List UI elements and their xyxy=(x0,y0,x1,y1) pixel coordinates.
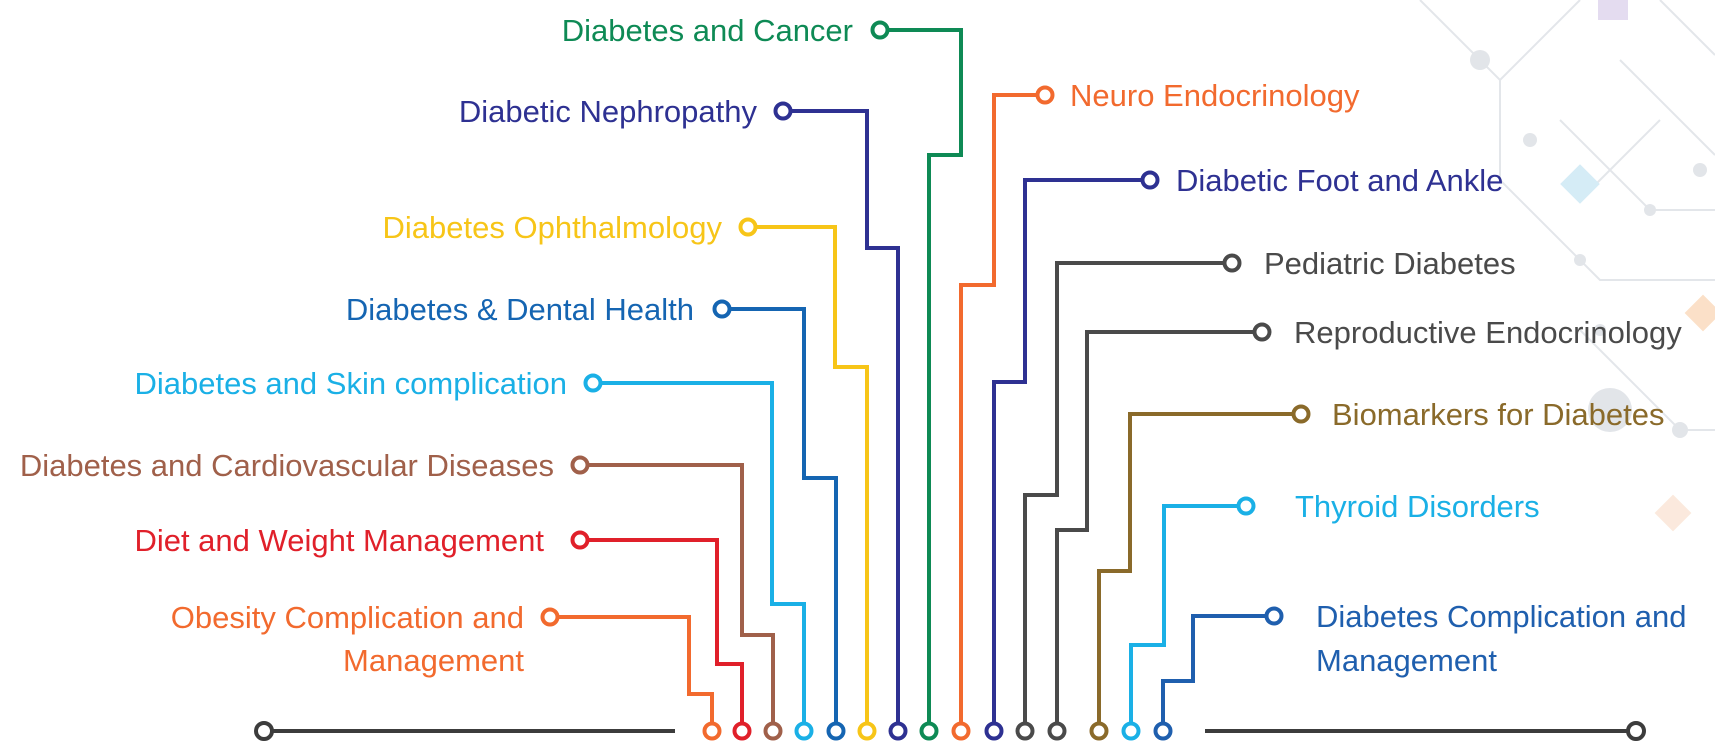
baseline-node xyxy=(763,721,783,741)
topic-label-line: Management xyxy=(1316,643,1497,678)
baseline-node xyxy=(1089,721,1109,741)
connector-line xyxy=(783,109,900,723)
label-node xyxy=(738,217,758,237)
label-node xyxy=(540,607,560,627)
connector-10 xyxy=(1015,253,1242,741)
topic-label-line: Diabetes and Skin complication xyxy=(134,366,567,401)
topic-label: Diabetes Ophthalmology xyxy=(383,210,723,245)
topic-label-line: Diabetes Ophthalmology xyxy=(383,210,723,245)
connector-1 xyxy=(773,101,908,741)
baseline xyxy=(254,721,1646,741)
connector-line xyxy=(722,307,838,723)
topic-label-line: Diabetes and Cardiovascular Diseases xyxy=(20,448,554,483)
topic-label-line: Neuro Endocrinology xyxy=(1070,78,1360,113)
label-node xyxy=(1222,253,1242,273)
topic-label: Neuro Endocrinology xyxy=(1070,78,1360,113)
topic-label-line: Reproductive Endocrinology xyxy=(1294,315,1682,350)
topic-label: Diabetes and Cancer xyxy=(562,13,853,48)
label-node xyxy=(570,455,590,475)
baseline-node xyxy=(888,721,908,741)
baseline-node xyxy=(794,721,814,741)
baseline-node xyxy=(1047,721,1067,741)
connector-7 xyxy=(540,607,722,741)
label-node xyxy=(1035,85,1055,105)
label-node xyxy=(1252,322,1272,342)
connector-line xyxy=(1023,261,1232,723)
topic-label-line: Diet and Weight Management xyxy=(134,523,544,558)
topic-label-line: Diabetic Nephropathy xyxy=(459,94,758,129)
connector-line xyxy=(1129,504,1246,723)
baseline-node xyxy=(1015,721,1035,741)
connector-line xyxy=(1161,614,1274,723)
label-node xyxy=(583,373,603,393)
connector-line xyxy=(580,538,744,723)
connector-12 xyxy=(1089,404,1311,741)
topic-label: Reproductive Endocrinology xyxy=(1294,315,1682,350)
connector-0 xyxy=(870,20,963,741)
baseline-node xyxy=(984,721,1004,741)
baseline-right-terminal xyxy=(1626,721,1646,741)
connector-line xyxy=(1055,330,1262,723)
connector-5 xyxy=(570,455,783,741)
baseline-node xyxy=(857,721,877,741)
connector-line xyxy=(1097,412,1301,723)
baseline-node xyxy=(1153,721,1173,741)
baseline-node xyxy=(702,721,722,741)
topic-label-line: Diabetes and Cancer xyxy=(562,13,853,48)
label-node xyxy=(1236,496,1256,516)
topic-label: Diabetic Nephropathy xyxy=(459,94,758,129)
connector-lines xyxy=(540,20,1311,741)
connector-line xyxy=(992,178,1150,723)
label-node xyxy=(570,530,590,550)
connector-8 xyxy=(951,85,1055,741)
baseline-node xyxy=(826,721,846,741)
connector-4 xyxy=(583,373,814,741)
topic-label-line: Diabetes Complication and xyxy=(1316,599,1687,634)
label-node xyxy=(870,20,890,40)
topic-label-line: Diabetic Foot and Ankle xyxy=(1176,163,1503,198)
connector-line xyxy=(550,615,714,723)
baseline-left-terminal xyxy=(254,721,274,741)
label-node xyxy=(1140,170,1160,190)
label-node xyxy=(1264,606,1284,626)
label-node xyxy=(712,299,732,319)
topic-label: Thyroid Disorders xyxy=(1295,489,1540,524)
topic-label: Diabetes and Cardiovascular Diseases xyxy=(20,448,554,483)
connector-9 xyxy=(984,170,1160,741)
topic-label: Pediatric Diabetes xyxy=(1264,246,1516,281)
connector-line xyxy=(959,93,1045,723)
label-node xyxy=(773,101,793,121)
connector-11 xyxy=(1047,322,1272,741)
connector-line xyxy=(593,381,806,723)
connector-14 xyxy=(1153,606,1284,741)
topic-label-line: Diabetes & Dental Health xyxy=(346,292,694,327)
connector-2 xyxy=(738,217,877,741)
topic-label-line: Thyroid Disorders xyxy=(1295,489,1540,524)
label-node xyxy=(1291,404,1311,424)
topic-label: Diabetes & Dental Health xyxy=(346,292,694,327)
connector-line xyxy=(748,225,869,723)
topic-label: Diabetes and Skin complication xyxy=(134,366,567,401)
connector-line xyxy=(580,463,775,723)
connector-6 xyxy=(570,530,752,741)
baseline-node xyxy=(919,721,939,741)
connector-13 xyxy=(1121,496,1256,741)
baseline-node xyxy=(1121,721,1141,741)
topic-label-line: Pediatric Diabetes xyxy=(1264,246,1516,281)
topic-label: Biomarkers for Diabetes xyxy=(1332,397,1665,432)
topic-label-line: Management xyxy=(343,643,524,678)
connector-3 xyxy=(712,299,846,741)
topic-label: Diabetic Foot and Ankle xyxy=(1176,163,1503,198)
baseline-node xyxy=(951,721,971,741)
topic-label-line: Biomarkers for Diabetes xyxy=(1332,397,1665,432)
topic-label: Diet and Weight Management xyxy=(134,523,544,558)
circuit-background-decoration xyxy=(1419,0,1715,532)
baseline-node xyxy=(732,721,752,741)
topic-label-line: Obesity Complication and xyxy=(171,600,524,635)
connector-line xyxy=(880,28,963,723)
